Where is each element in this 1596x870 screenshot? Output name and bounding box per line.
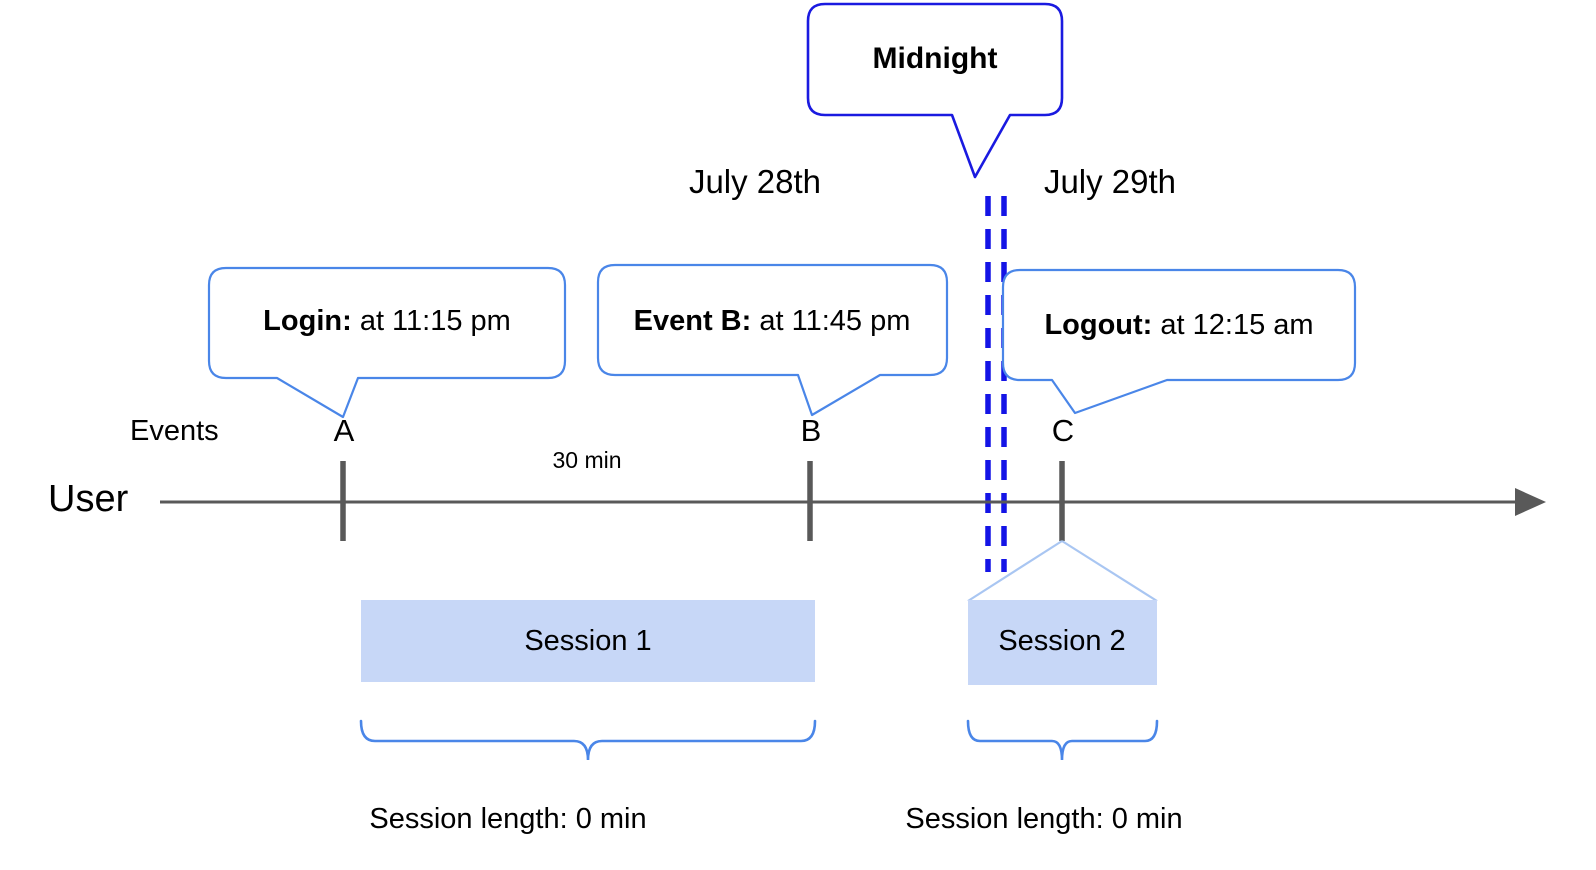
date-label-july-28: July 28th: [688, 163, 822, 200]
session-2-brace: [966, 719, 1159, 761]
session-bars: [361, 600, 1157, 685]
session-2-label: Session 2: [998, 625, 1126, 657]
session-braces: [359, 719, 1159, 761]
axis-row-label-user: User: [48, 478, 129, 520]
event-b-callout-text: Event B: at 11:45 pm: [634, 307, 911, 336]
login-callout-text: Login: at 11:15 pm: [263, 307, 511, 336]
event-b-callout-shape: [596, 263, 949, 417]
event-tick-marks: [340, 461, 1065, 541]
session-1-bar-rect: [361, 600, 815, 682]
event-letter-a: A: [333, 413, 355, 448]
session-2-length-label: Session length: 0 min: [905, 803, 1183, 835]
event-letter-c: C: [1051, 413, 1075, 448]
login-callout-shape: [207, 266, 567, 419]
session-2-leader-left: [967, 540, 1063, 602]
date-label-july-29: July 29th: [1043, 163, 1177, 200]
event-b-callout-bold: Event B:: [633, 305, 752, 337]
login-bubble-path: [207, 266, 567, 419]
logout-callout-text: Logout: at 12:15 am: [1044, 311, 1313, 340]
login-callout-bold: Login:: [263, 305, 352, 337]
logout-callout-shape: [1001, 268, 1357, 415]
session-1-length-label: Session length: 0 min: [369, 803, 647, 835]
event-b-callout-rest: at 11:45 pm: [751, 305, 911, 337]
event-b-bubble-path: [596, 263, 949, 417]
session-2-bar-rect: [968, 600, 1157, 685]
timeline-axis: [160, 488, 1546, 516]
event-letter-b: B: [800, 413, 822, 448]
logout-bubble-path: [1001, 268, 1357, 415]
logout-callout-bold: Logout:: [1044, 309, 1153, 341]
midnight-dashed-lines: [985, 196, 1007, 572]
axis-events-label: Events: [130, 415, 219, 447]
midnight-bubble-path: [806, 2, 1064, 179]
axis-arrow-head: [1515, 488, 1546, 516]
session-2-leader-lines: [967, 540, 1158, 602]
midnight-callout-shape: [806, 2, 1064, 179]
logout-callout-rest: at 12:15 am: [1152, 309, 1314, 341]
login-callout-rest: at 11:15 pm: [351, 305, 511, 337]
session-1-brace: [359, 719, 817, 761]
interval-label-30-min: 30 min: [552, 447, 622, 473]
session-1-label: Session 1: [524, 625, 652, 657]
midnight-callout-label: Midnight: [872, 42, 998, 75]
session-2-leader-right: [1061, 540, 1158, 602]
